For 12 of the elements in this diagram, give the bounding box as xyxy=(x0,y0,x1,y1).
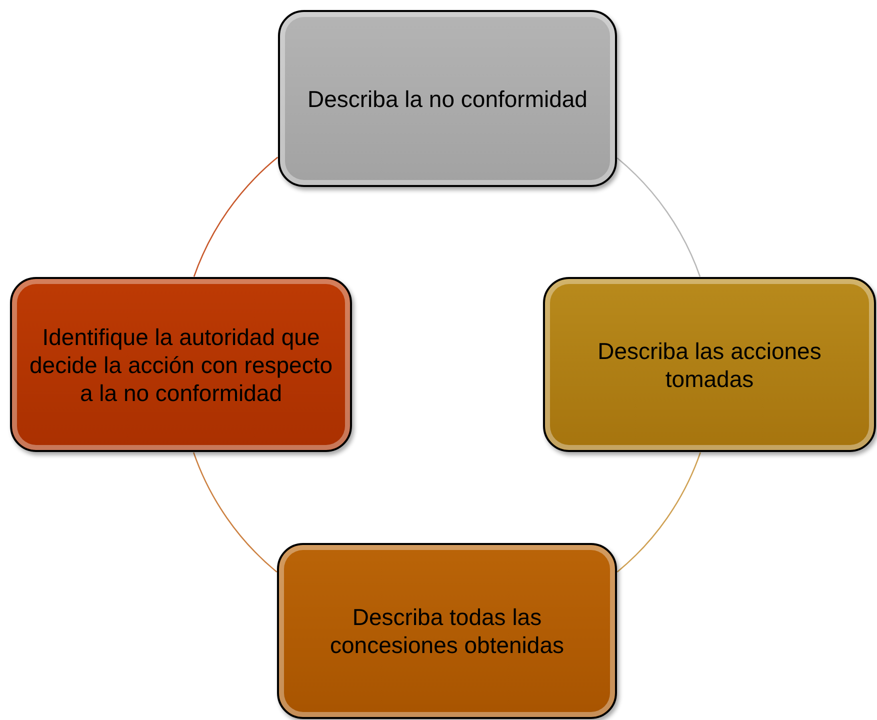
box-text: Describa la no conformidad xyxy=(308,84,588,112)
process-box xyxy=(543,277,876,452)
process-box xyxy=(277,543,617,719)
connector-arc xyxy=(193,156,278,277)
process-box xyxy=(10,277,352,452)
connector-arc xyxy=(616,452,701,572)
connector-arc xyxy=(193,452,278,572)
connector-arc xyxy=(616,158,701,277)
box-text: Describa las acciones tomadas xyxy=(596,336,822,392)
process-box xyxy=(278,10,617,187)
box-text: Describa todas las concesiones obtenidas xyxy=(329,603,565,659)
box-text: Identifique la autoridad que decide la acción con respecto a la no conformidad xyxy=(28,322,334,406)
